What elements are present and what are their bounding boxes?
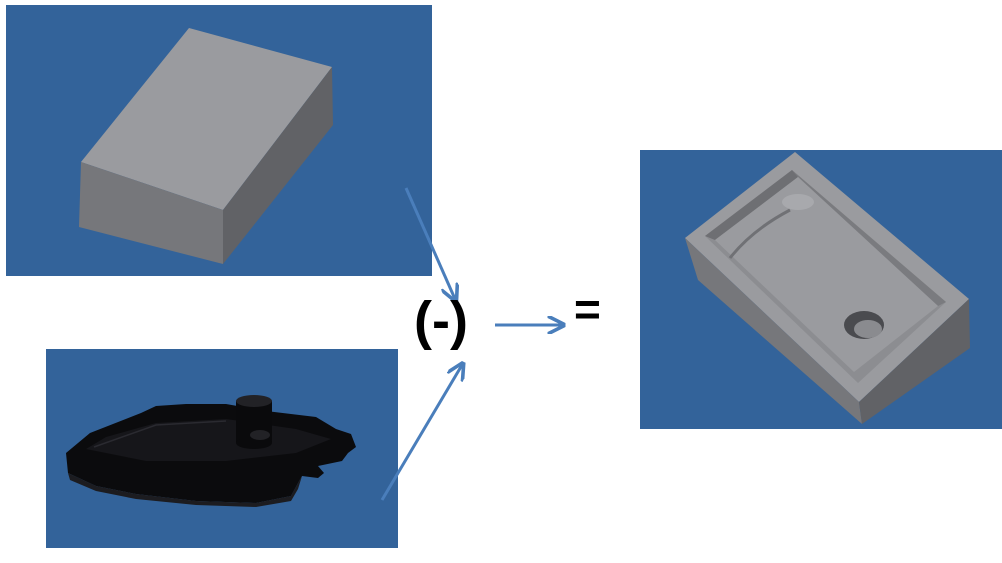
result-side-face (859, 299, 970, 424)
part-boss-base (236, 437, 272, 449)
result-cavity-notch (782, 194, 814, 210)
arrow-from-block (404, 187, 455, 299)
block-side-face (223, 67, 333, 264)
block-top-face (81, 28, 332, 210)
part-boss-top (236, 395, 272, 407)
part-edge-highlight (93, 420, 227, 448)
part-boss-highlight (250, 430, 270, 440)
part-render (46, 349, 398, 548)
result-hole-bottom (854, 320, 882, 338)
equals-operator: = (574, 283, 601, 335)
result-panel (640, 150, 1002, 429)
arrow-from-part (380, 365, 462, 501)
result-front-face (685, 238, 862, 424)
result-cavity-arc (728, 208, 791, 259)
stock-block-render (6, 5, 432, 276)
block-front-face (79, 162, 223, 264)
part-panel (46, 349, 398, 548)
result-render (640, 150, 1002, 429)
result-cavity-wall-top (705, 170, 798, 240)
minus-operator: (-) (414, 291, 468, 351)
result-cavity-wall-right (792, 170, 946, 306)
stock-block-panel (6, 5, 432, 276)
part-lower-edge (68, 473, 302, 507)
